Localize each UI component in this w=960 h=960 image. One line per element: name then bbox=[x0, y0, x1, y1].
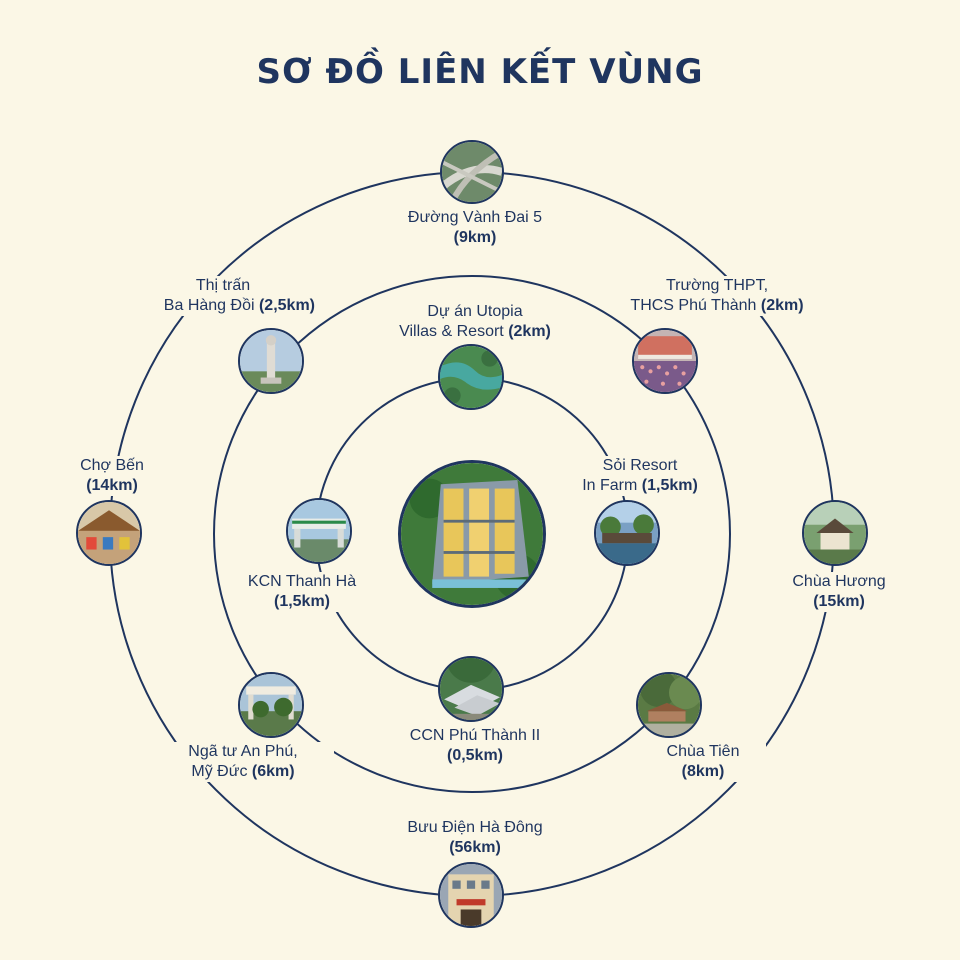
buu-dien-ha-dong-image bbox=[438, 862, 504, 928]
page-title: SƠ ĐỒ LIÊN KẾT VÙNG bbox=[256, 52, 704, 92]
kcn-thanh-ha-image bbox=[286, 498, 352, 564]
chua-huong-pagoda-image bbox=[802, 500, 868, 566]
nga-tu-gate-image bbox=[238, 672, 304, 738]
orbit-middle bbox=[213, 275, 731, 793]
highway-image bbox=[440, 140, 504, 204]
label-kcn: KCN Thanh Hà(1,5km) bbox=[234, 572, 370, 612]
label-chua-tien: Chùa Tiên(8km) bbox=[640, 742, 766, 782]
soi-resort-image bbox=[594, 500, 660, 566]
label-buu-dien: Bưu Điện Hà Đông(56km) bbox=[378, 818, 572, 858]
label-soi-resort: Sỏi Resort In Farm (1,5km) bbox=[566, 456, 714, 496]
label-chua-huong: Chùa Hương(15km) bbox=[776, 572, 902, 612]
label-truong: Trường THPT, THCS Phú Thành (2km) bbox=[612, 276, 822, 316]
center-site-image bbox=[398, 460, 546, 608]
truong-school-image bbox=[632, 328, 698, 394]
label-cho-ben: Chợ Bến(14km) bbox=[64, 456, 160, 496]
cho-ben-market-image bbox=[76, 500, 142, 566]
utopia-resort-image bbox=[438, 344, 504, 410]
chua-tien-pagoda-image bbox=[636, 672, 702, 738]
ccn-phu-thanh-image bbox=[438, 656, 504, 722]
label-nga-tu: Ngã tư An Phú, Mỹ Đức (6km) bbox=[152, 742, 334, 782]
label-thi-tran: Thị trấn Ba Hàng Đồi (2,5km) bbox=[128, 276, 318, 316]
label-ccn: CCN Phú Thành II(0,5km) bbox=[382, 726, 568, 766]
label-vanh-dai-5: Đường Vành Đai 5(9km) bbox=[386, 208, 564, 248]
thi-tran-tower-image bbox=[238, 328, 304, 394]
label-utopia: Dự án Utopia Villas & Resort (2km) bbox=[376, 302, 574, 342]
